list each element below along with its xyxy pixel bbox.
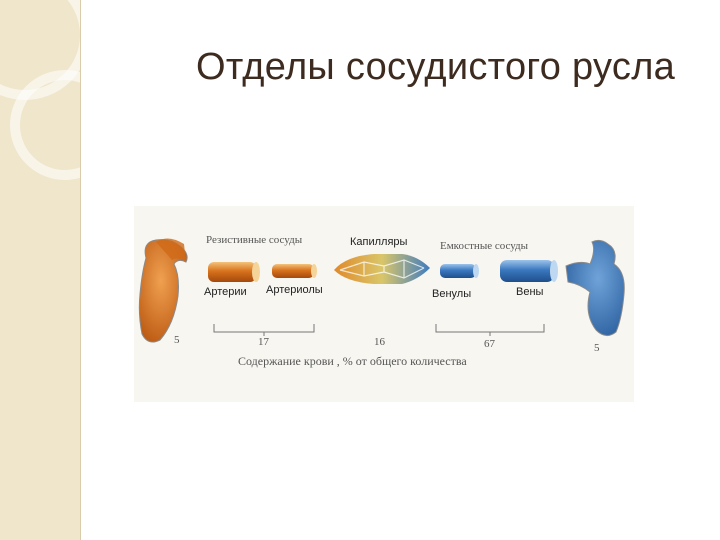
decorative-ring [10,70,80,180]
value-capillary: 16 [374,336,385,348]
capillary-network-icon [334,254,430,284]
venous-bracket [435,324,545,336]
caption-blood-content: Содержание крови , % от общего количеств… [238,354,467,368]
label-venules: Венулы [432,288,472,300]
label-capacitive-vessels: Емкостные сосуды [440,240,529,252]
venule-vessel-icon [440,264,479,278]
value-heart-right: 5 [594,342,600,354]
artery-vessel-icon [208,262,260,282]
value-heart-left: 5 [174,334,180,346]
heart-left-icon [138,238,188,343]
diagram-background [134,206,634,402]
diagram-svg [134,206,634,402]
label-arterioles: Артериолы [266,284,323,296]
value-venous: 67 [484,338,495,350]
heart-right-icon [565,239,625,336]
vascular-bed-diagram: Резистивные сосуды Капилляры Емкостные с… [134,206,634,402]
decorative-sidebar [0,0,81,540]
arterial-bracket [213,324,315,336]
label-veins: Вены [516,286,544,298]
arteriole-vessel-icon [272,264,317,278]
label-capillaries: Капилляры [350,236,408,248]
vein-vessel-icon [500,260,558,282]
label-arteries: Артерии [204,286,247,298]
slide-title: Отделы сосудистого русла [196,46,676,88]
value-arterial: 17 [258,336,269,348]
label-resistive-vessels: Резистивные сосуды [206,234,303,246]
